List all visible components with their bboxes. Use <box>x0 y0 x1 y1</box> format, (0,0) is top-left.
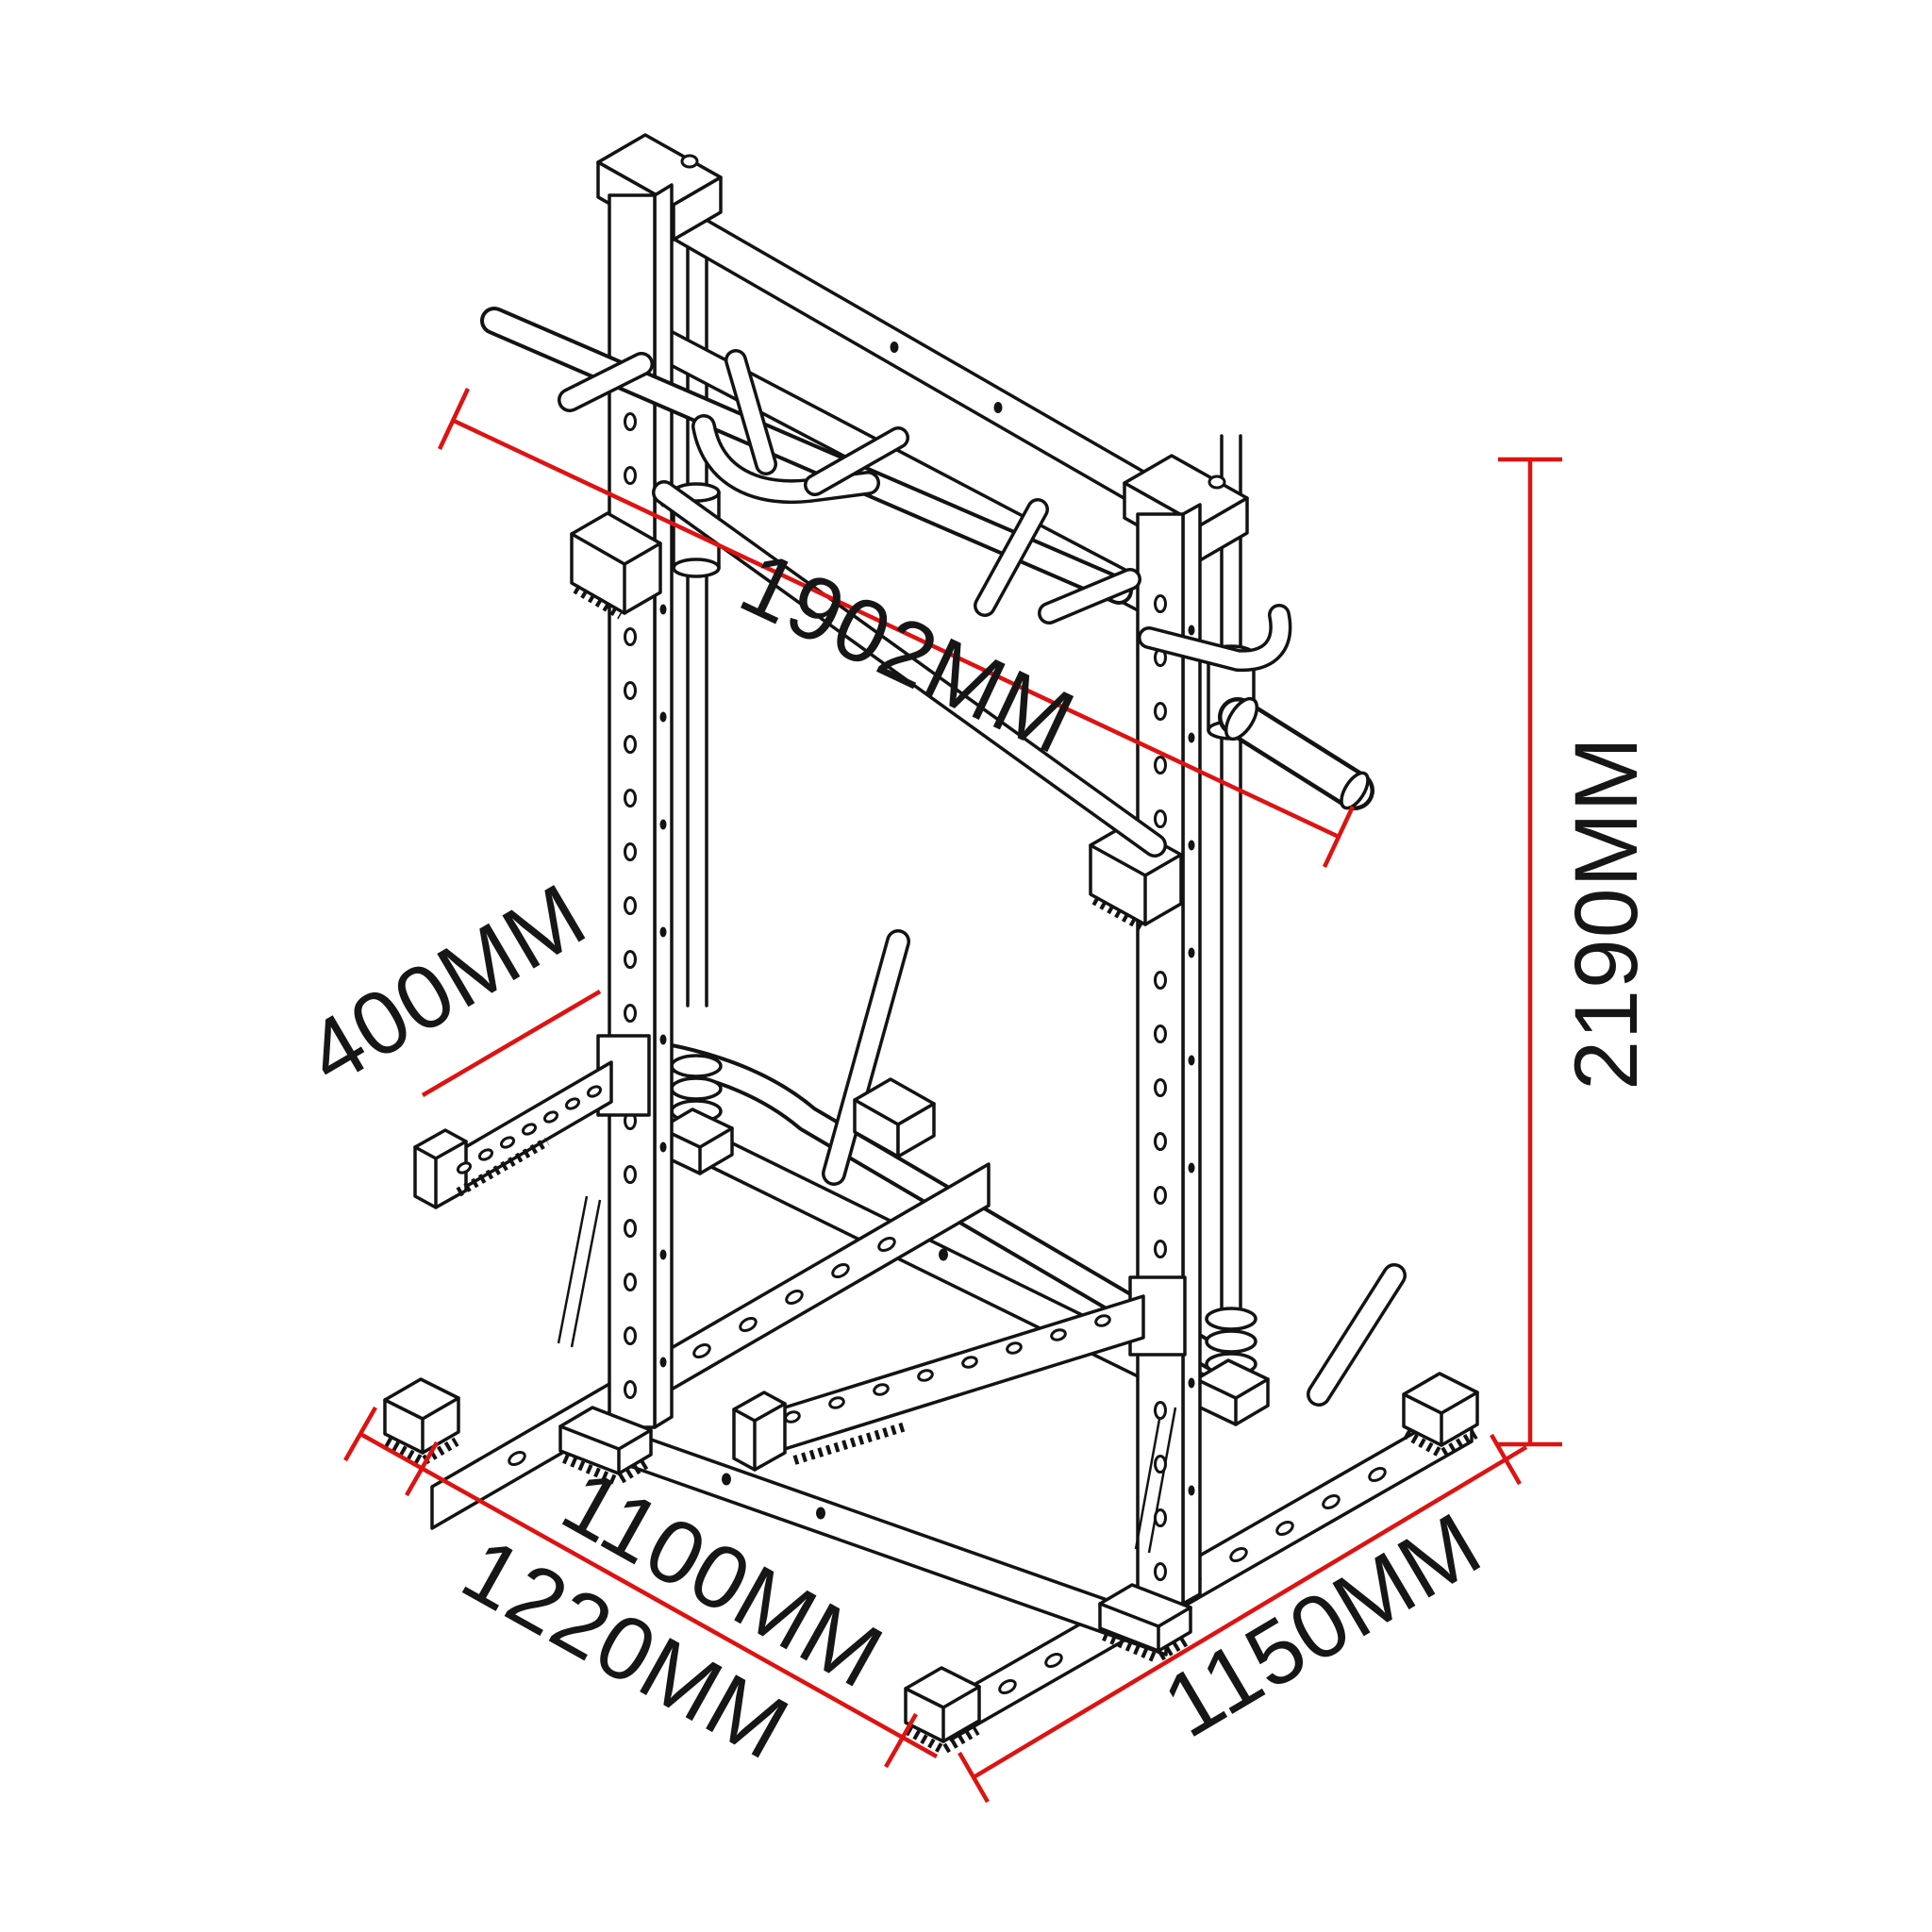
rack-structure <box>383 133 1479 1754</box>
dimension-line-spotter-arm <box>421 990 602 1097</box>
right-rod-bumper <box>1194 1307 1270 1426</box>
hole <box>1154 971 1167 990</box>
dimension-annotations: 1902MM 2190MM 400MM 1100MM 1220MM 1150MM <box>290 388 1657 1804</box>
side-hole <box>659 1249 667 1260</box>
dimension-label-spotter-arm: 400MM <box>290 865 602 1106</box>
right-upright-foot-pad <box>1098 1583 1192 1663</box>
hole <box>624 1219 637 1238</box>
hole <box>624 1273 637 1291</box>
dimension-line-top-width <box>437 388 1356 868</box>
hole <box>624 681 637 700</box>
side-hole <box>659 1141 667 1153</box>
hole <box>624 1380 637 1399</box>
side-hole <box>659 819 667 830</box>
right-weight-peg <box>1307 1263 1407 1407</box>
rear-right-foot <box>1402 1372 1479 1457</box>
center-weight-peg <box>822 929 910 1186</box>
left-j-hook <box>570 511 662 620</box>
hole <box>1154 756 1167 774</box>
hole <box>1154 1132 1167 1151</box>
right-upright <box>1098 503 1202 1663</box>
front-left-foot <box>383 1377 460 1465</box>
side-hole <box>659 604 667 615</box>
hole <box>624 842 637 861</box>
side-hole <box>659 926 667 938</box>
side-hole <box>1188 947 1195 958</box>
side-hole <box>1188 732 1195 743</box>
hole <box>1154 1240 1167 1258</box>
hole <box>1154 702 1167 721</box>
hole <box>624 627 637 646</box>
dimension-line-base-depth <box>958 1433 1528 1804</box>
side-hole <box>1188 625 1195 636</box>
side-hole <box>1188 840 1195 851</box>
hole <box>1154 1508 1167 1527</box>
pullup-bar-assembly <box>480 307 1292 858</box>
left-spotter-arm <box>413 1034 651 1209</box>
dimension-label-overall-height: 2190MM <box>1557 736 1657 1091</box>
hole <box>624 412 637 431</box>
hole <box>1154 594 1167 613</box>
accessory-block <box>853 1077 936 1158</box>
hole <box>624 1004 637 1023</box>
left-upright-foot-pad <box>558 1406 653 1486</box>
hole <box>1154 1186 1167 1205</box>
hole <box>624 950 637 969</box>
hole <box>624 1165 637 1184</box>
hole <box>624 896 637 915</box>
hole <box>624 1326 637 1345</box>
side-hole <box>1188 1162 1195 1174</box>
side-hole <box>659 1034 667 1045</box>
right-spotter-arm <box>732 1275 1187 1472</box>
front-right-foot <box>904 1666 981 1754</box>
side-hole <box>1188 1055 1195 1066</box>
hole <box>1154 809 1167 828</box>
hole <box>1154 1078 1167 1097</box>
side-hole <box>1188 1377 1195 1389</box>
dimension-line-base-width <box>343 1406 939 1769</box>
barbell-sleeve <box>1218 696 1374 810</box>
side-hole <box>659 1357 667 1368</box>
hole <box>1154 1401 1167 1420</box>
hole <box>624 735 637 754</box>
right-guide-rod <box>1220 434 1242 1321</box>
left-guide-rod <box>686 208 708 1008</box>
hole <box>1154 1455 1167 1474</box>
hole <box>624 466 637 485</box>
hole <box>624 789 637 808</box>
dimension-line-overall-height <box>1498 457 1562 1447</box>
hole <box>1154 1024 1167 1043</box>
hole <box>1154 1562 1167 1581</box>
side-hole <box>659 711 667 723</box>
side-hole <box>1188 1485 1195 1496</box>
